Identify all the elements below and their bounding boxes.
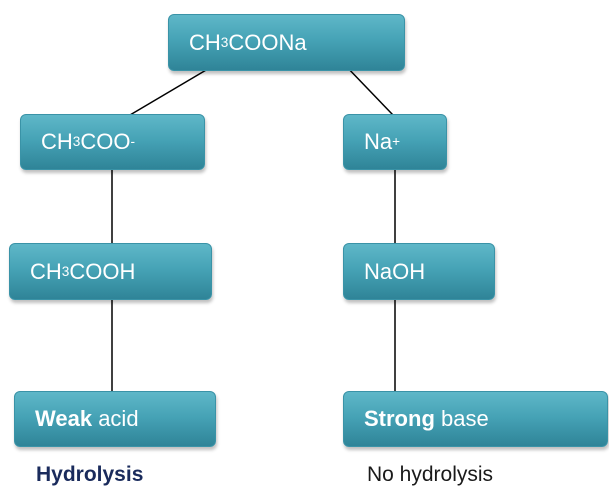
label-hydrolysis: Hydrolysis — [36, 463, 144, 486]
formula-base: CH — [189, 29, 221, 55]
formula-base: CH — [30, 258, 62, 284]
strength-plain: base — [434, 406, 489, 431]
node-sodium-hydroxide: NaOH — [343, 243, 495, 300]
strength-bold: Strong — [364, 406, 435, 431]
formula-base: CH — [41, 129, 73, 154]
node-sodium-ion: Na+ — [343, 114, 447, 170]
formula-rest: COO — [80, 129, 131, 154]
strength-plain: acid — [92, 406, 139, 431]
label-no-hydrolysis: No hydrolysis — [367, 463, 494, 486]
formula-rest: COONa — [228, 29, 307, 55]
strength-bold: Weak — [35, 406, 93, 431]
formula-rest: COOH — [69, 258, 136, 284]
formula-base: NaOH — [364, 258, 426, 284]
node-strong-base: Strong base — [343, 391, 608, 447]
connector-root-to-acetate — [129, 62, 219, 116]
formula-base: Na — [364, 129, 393, 154]
connector-root-to-sodium-ion — [342, 62, 394, 116]
node-weak-acid: Weak acid — [14, 391, 216, 447]
